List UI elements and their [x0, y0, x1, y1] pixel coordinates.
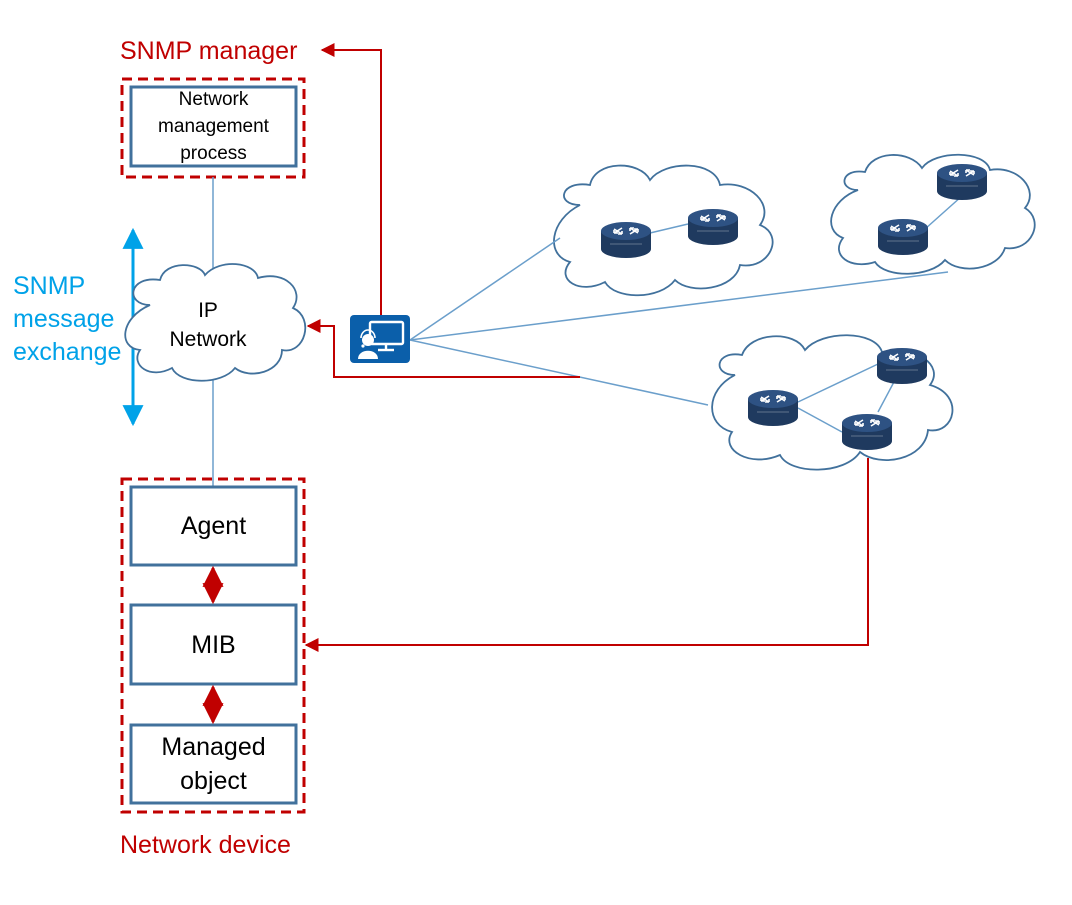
managed-object-line: Managed	[161, 733, 266, 761]
router-icon	[747, 389, 799, 427]
link-to-cloud-top-right	[409, 271, 949, 341]
ip-network-line: IP	[198, 299, 218, 322]
router-link	[649, 223, 689, 234]
agent-label: Agent	[131, 487, 296, 565]
network-management-process-text: Network management process	[131, 87, 296, 166]
mib-label: MIB	[131, 605, 296, 684]
link-to-cloud-bottom-right	[409, 339, 709, 406]
router-icon	[600, 221, 652, 259]
managed-object-label: Managed object	[131, 725, 296, 803]
arrow-to-mib	[304, 458, 869, 652]
snmp-message-exchange-line: SNMP	[13, 272, 86, 300]
box-text-line: process	[180, 143, 247, 164]
ip-network-line: Network	[169, 328, 247, 351]
router-link	[924, 195, 963, 230]
router-icon	[687, 208, 739, 246]
box-text-line: Network	[178, 89, 249, 110]
cloud-icon	[830, 153, 1036, 275]
link-to-cloud-top-middle	[409, 237, 561, 341]
network-management-terminal-icon	[350, 315, 410, 363]
arrow-to-ip-network	[306, 319, 580, 378]
network-device-label: Network device	[120, 831, 291, 859]
router-icon	[841, 413, 893, 451]
router-icon	[876, 347, 928, 385]
ip-network-cloud-icon	[124, 263, 307, 382]
network-management-process-box	[129, 85, 298, 168]
snmp-manager-label: SNMP manager	[120, 37, 298, 65]
snmp-message-exchange-label: SNMP message exchange	[13, 270, 121, 369]
mib-box	[129, 603, 298, 686]
mib-text: MIB	[191, 630, 236, 659]
box-text-line: management	[158, 116, 269, 137]
router-link	[877, 379, 896, 413]
ip-network-label: IP Network	[150, 296, 266, 354]
managed-object-box	[129, 723, 298, 805]
router-link	[797, 363, 879, 403]
router-link	[797, 407, 843, 433]
router-icon	[936, 163, 988, 201]
managed-object-line: object	[180, 767, 247, 795]
snmp-message-exchange-line: message	[13, 305, 115, 333]
agent-text: Agent	[180, 512, 247, 540]
router-icon	[877, 218, 929, 256]
arrow-to-snmp-manager	[320, 43, 382, 315]
agent-box	[129, 485, 298, 567]
snmp-message-exchange-line: exchange	[13, 338, 122, 366]
